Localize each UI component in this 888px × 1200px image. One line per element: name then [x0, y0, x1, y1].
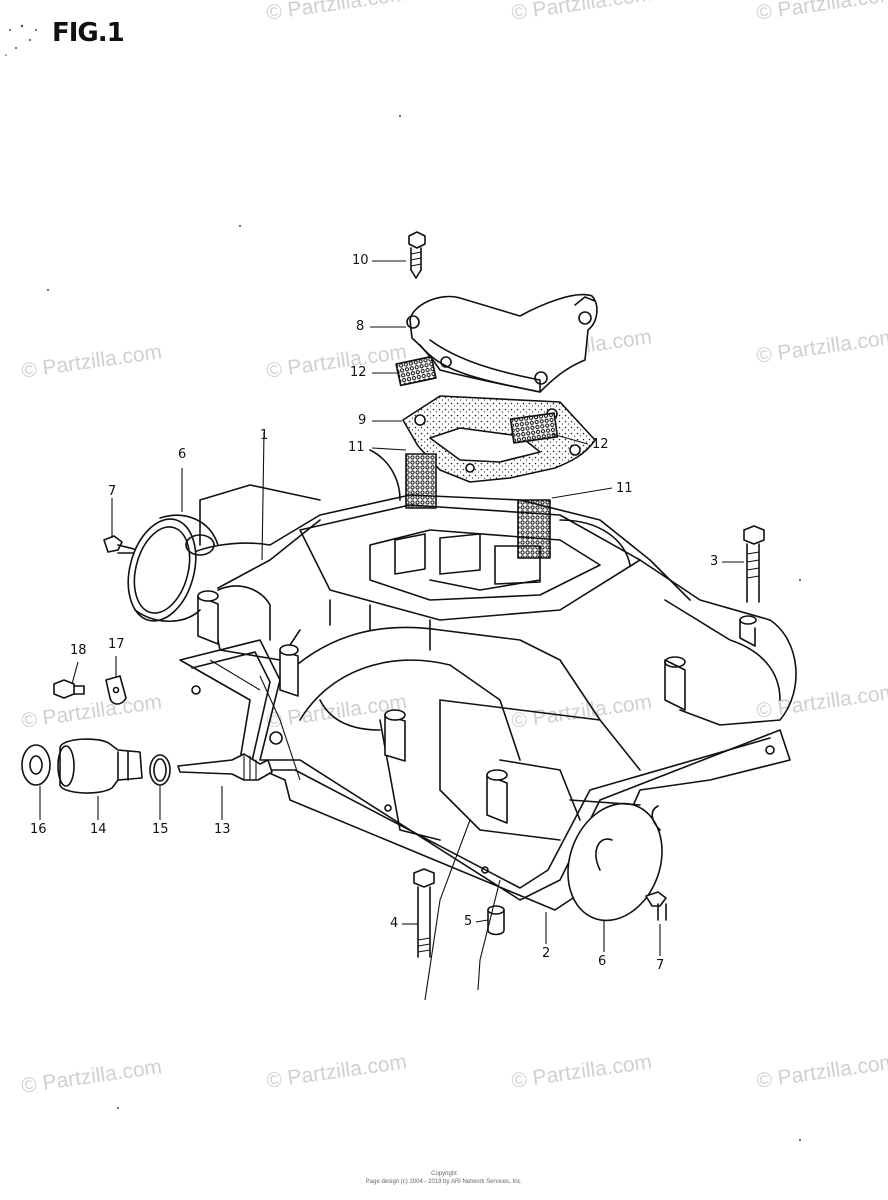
- callout-11: 11: [616, 481, 633, 496]
- figure-title: FIG.1: [52, 18, 125, 48]
- callout-13: 13: [214, 822, 231, 837]
- callout-7: 7: [108, 484, 117, 499]
- callout-10: 10: [352, 253, 369, 268]
- callout-12: 12: [350, 365, 367, 380]
- cover-plate-8: [406, 293, 598, 393]
- callout-3: 3: [710, 554, 719, 569]
- callout-7: 7: [656, 958, 665, 973]
- callout-5: 5: [464, 914, 473, 929]
- end-cover-6-left: [127, 514, 219, 622]
- end-cover-6-right: [567, 799, 663, 922]
- callout-18: 18: [70, 643, 87, 658]
- bolt-10: [408, 231, 426, 279]
- callout-2: 2: [542, 946, 551, 961]
- callout-6: 6: [598, 954, 607, 969]
- callout-14: 14: [90, 822, 107, 837]
- callout-11: 11: [348, 440, 365, 455]
- callout-9: 9: [358, 413, 367, 428]
- callout-1: 1: [260, 428, 269, 443]
- callout-8: 8: [356, 319, 365, 334]
- footer-copyright: Copyright: [431, 1171, 457, 1177]
- callout-16: 16: [30, 822, 47, 837]
- callout-12: 12: [592, 437, 609, 452]
- callout-6: 6: [178, 447, 187, 462]
- callout-4: 4: [390, 916, 399, 931]
- callout-17: 17: [108, 637, 125, 652]
- base-gasket-2: [179, 639, 791, 911]
- footer-page-design: Page design (c) 2004 - 2019 by ARI Netwo…: [365, 1179, 523, 1185]
- callout-15: 15: [152, 822, 169, 837]
